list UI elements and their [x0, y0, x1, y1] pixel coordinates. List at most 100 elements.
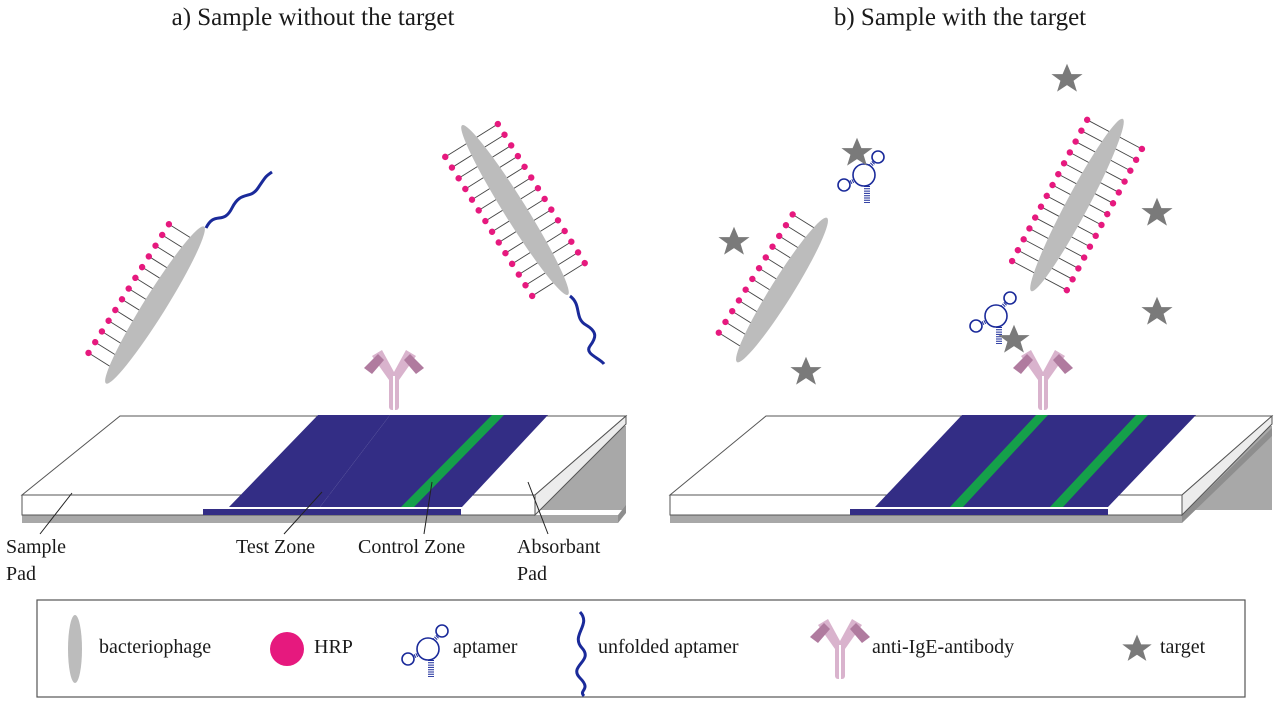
hrp-dot [762, 254, 769, 261]
hrp-dot [482, 217, 489, 225]
hrp-dot [1066, 149, 1074, 156]
hrp-dot [508, 142, 515, 149]
hrp-dot [494, 120, 502, 128]
panel-a-title: a) Sample without the target [172, 4, 455, 31]
hrp-dot [1098, 221, 1105, 229]
hrp-dot [1109, 200, 1117, 207]
target-star [790, 356, 822, 385]
hrp-dot [501, 131, 508, 138]
unfolded-aptamer-a1 [204, 170, 273, 229]
hrp-dot [495, 239, 502, 246]
hrp-dot [515, 271, 522, 278]
label-test-zone: Test Zone [236, 536, 315, 558]
strip-b [668, 414, 1274, 523]
hrp-dot [165, 221, 173, 228]
hrp-dot [528, 174, 535, 181]
hrp-dot [776, 232, 783, 240]
label-sample: Sample [6, 536, 66, 558]
hrp-dot [1138, 145, 1146, 153]
label-absorbant-pad: Pad [517, 563, 547, 585]
target-star [1051, 63, 1083, 92]
hrp-dot [1080, 254, 1088, 261]
hrp-dot [159, 231, 166, 239]
hrp-dot [138, 263, 146, 271]
hrp-dot [1049, 181, 1056, 189]
hrp-dot [541, 195, 548, 203]
hrp-dot [1063, 286, 1071, 294]
hrp-icon [270, 632, 304, 666]
hrp-dot [118, 296, 126, 303]
hrp-dot [782, 222, 790, 229]
hrp-dot [1069, 276, 1076, 283]
hrp-dot [534, 185, 542, 192]
label-sample-pad: Pad [6, 563, 36, 585]
hrp-dot [521, 163, 528, 171]
hrp-dot [1104, 210, 1111, 218]
antibody-b [1013, 350, 1073, 410]
unfolded-aptamer-a2 [568, 294, 606, 365]
legend-label-target: target [1160, 636, 1206, 658]
legend-box [36, 599, 1246, 698]
hrp-dot [1086, 243, 1094, 250]
hrp-dot [769, 243, 776, 250]
hrp-dot [789, 211, 796, 218]
hrp-dot [442, 153, 449, 161]
unfolded-aptamer-icon [575, 610, 587, 698]
hrp-dot [1078, 127, 1085, 134]
legend-label-antibody: anti-IgE-antibody [872, 636, 1014, 658]
hrp-dot [755, 264, 763, 272]
hrp-dot [1043, 192, 1050, 200]
bacteriophage [1008, 116, 1146, 294]
hrp-dot [1008, 257, 1016, 265]
hrp-dot [462, 185, 469, 193]
hrp-dot [85, 349, 92, 357]
hrp-dot [152, 242, 159, 249]
hrp-dot [508, 260, 516, 268]
target-star [718, 226, 750, 255]
bacteriophage [715, 211, 828, 363]
hrp-dot [548, 206, 555, 213]
hrp-dot [715, 329, 722, 336]
panel-b-title: b) Sample with the target [834, 4, 1086, 31]
hrp-dot [1092, 232, 1099, 240]
hrp-dot [581, 259, 588, 267]
target-star [998, 324, 1030, 353]
antibody-a [364, 350, 424, 410]
hrp-dot [105, 317, 112, 324]
hrp-dot [1020, 236, 1027, 243]
hrp-dot [1026, 225, 1033, 232]
legend-label-unfolded-aptamer: unfolded aptamer [598, 636, 739, 658]
hrp-dot [1031, 214, 1039, 221]
legend-label-aptamer: aptamer [453, 636, 518, 658]
bacteriophage [85, 221, 205, 384]
hrp-dot [1075, 265, 1082, 272]
hrp-dot [749, 275, 756, 283]
hrp-dot [522, 282, 529, 289]
hrp-dot [455, 175, 462, 182]
hrp-dot [574, 249, 582, 256]
test-zone-line-b [950, 415, 1048, 507]
membrane-a [320, 415, 548, 507]
target-star [1141, 296, 1173, 325]
hrp-dot [735, 297, 743, 304]
legend-label-bacteriophage: bacteriophage [99, 636, 211, 658]
hrp-dot [1072, 138, 1079, 145]
target-star [841, 137, 873, 166]
hrp-dot [742, 286, 749, 293]
hrp-dot [561, 227, 568, 235]
hrp-dot [1060, 160, 1068, 167]
hrp-dot [528, 292, 536, 300]
label-absorbant: Absorbant [517, 536, 601, 558]
legend-label-hrp: HRP [314, 636, 353, 658]
label-control-zone: Control Zone [358, 536, 465, 558]
hrp-dot [1037, 203, 1045, 210]
hrp-dot [729, 307, 736, 315]
legend: bacteriophage HRP aptamer unfolded aptam… [36, 599, 1246, 698]
bacteriophage [442, 120, 588, 300]
hrp-dot [502, 249, 509, 257]
control-zone-line-a [401, 415, 504, 507]
hrp-dot [722, 318, 729, 326]
hrp-dot [1121, 178, 1128, 185]
test-zone-pad [229, 415, 390, 507]
